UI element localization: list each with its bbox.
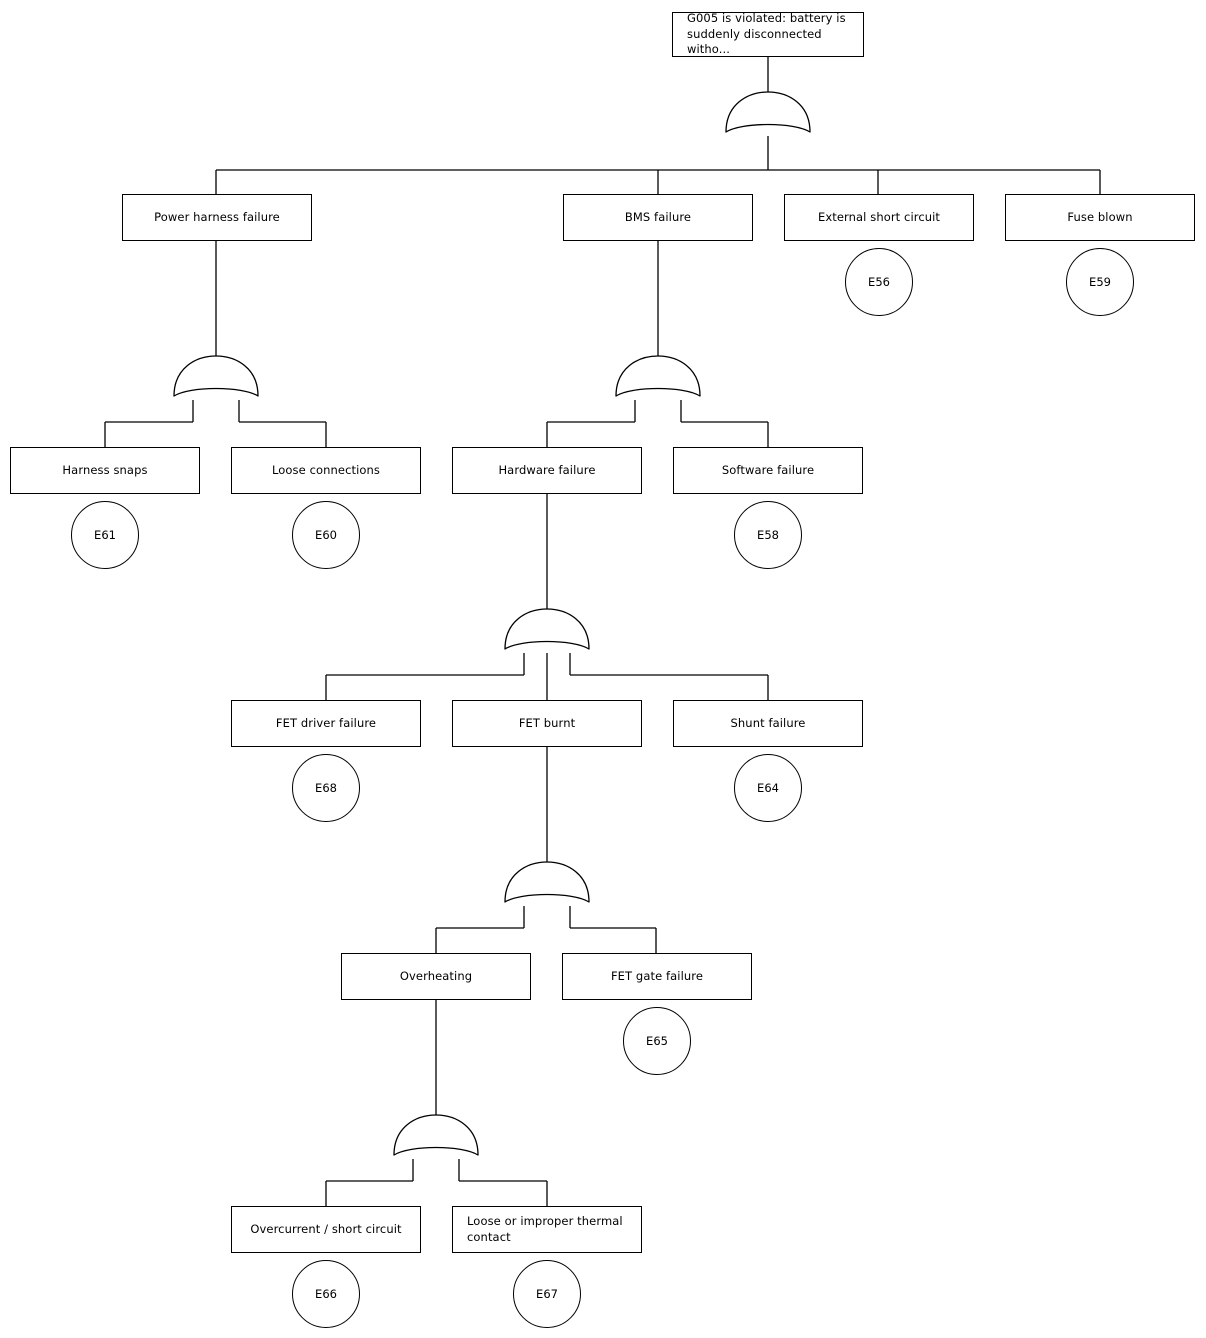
node-label: Overcurrent / short circuit	[250, 1221, 402, 1236]
node-label: Harness snaps	[62, 462, 148, 477]
node-label: BMS failure	[624, 209, 692, 224]
node-top-event[interactable]: G005 is violated: battery is suddenly di…	[672, 11, 864, 57]
basic-event-label: E67	[536, 1287, 558, 1301]
node-label: Overheating	[399, 968, 473, 983]
basic-event-label: E58	[757, 528, 779, 542]
node-label: FET burnt	[518, 715, 576, 730]
basic-event-e56[interactable]: E56	[845, 248, 913, 316]
basic-event-e64[interactable]: E64	[734, 754, 802, 822]
node-fet-driver-failure[interactable]: FET driver failure	[231, 700, 421, 747]
basic-event-e60[interactable]: E60	[292, 501, 360, 569]
basic-event-e66[interactable]: E66	[292, 1260, 360, 1328]
node-loose-connections[interactable]: Loose connections	[231, 447, 421, 494]
basic-event-e65[interactable]: E65	[623, 1007, 691, 1075]
or-gate-bms[interactable]	[612, 354, 704, 402]
basic-event-label: E64	[757, 781, 779, 795]
node-loose-improper-thermal-contact[interactable]: Loose or improper thermal contact	[452, 1206, 642, 1253]
node-label: Fuse blown	[1067, 209, 1133, 224]
basic-event-label: E66	[315, 1287, 337, 1301]
node-overheating[interactable]: Overheating	[341, 953, 531, 1000]
or-gate-top[interactable]	[722, 90, 814, 138]
or-gate-power-harness[interactable]	[170, 354, 262, 402]
basic-event-e61[interactable]: E61	[71, 501, 139, 569]
or-gate-overheating[interactable]	[390, 1113, 482, 1161]
node-label: Software failure	[721, 462, 815, 477]
basic-event-label: E68	[315, 781, 337, 795]
basic-event-e59[interactable]: E59	[1066, 248, 1134, 316]
or-gate-fet-burnt[interactable]	[501, 860, 593, 908]
node-label: External short circuit	[817, 209, 941, 224]
node-label: Loose or improper thermal contact	[467, 1213, 623, 1244]
basic-event-e68[interactable]: E68	[292, 754, 360, 822]
node-shunt-failure[interactable]: Shunt failure	[673, 700, 863, 747]
node-hardware-failure[interactable]: Hardware failure	[452, 447, 642, 494]
node-bms-failure[interactable]: BMS failure	[563, 194, 753, 241]
basic-event-label: E65	[646, 1034, 668, 1048]
basic-event-e58[interactable]: E58	[734, 501, 802, 569]
basic-event-label: E61	[94, 528, 116, 542]
node-fuse-blown[interactable]: Fuse blown	[1005, 194, 1195, 241]
basic-event-label: E60	[315, 528, 337, 542]
basic-event-label: E59	[1089, 275, 1111, 289]
node-label: Power harness failure	[154, 209, 280, 224]
node-label: Shunt failure	[730, 715, 806, 730]
node-label: Hardware failure	[498, 462, 596, 477]
node-software-failure[interactable]: Software failure	[673, 447, 863, 494]
node-harness-snaps[interactable]: Harness snaps	[10, 447, 200, 494]
node-label: G005 is violated: battery is suddenly di…	[687, 11, 846, 57]
node-label: FET driver failure	[275, 715, 377, 730]
node-label: Loose connections	[271, 462, 381, 477]
node-label: FET gate failure	[610, 968, 704, 983]
node-fet-burnt[interactable]: FET burnt	[452, 700, 642, 747]
node-external-short-circuit[interactable]: External short circuit	[784, 194, 974, 241]
basic-event-e67[interactable]: E67	[513, 1260, 581, 1328]
or-gate-hardware-failure[interactable]	[501, 607, 593, 655]
node-fet-gate-failure[interactable]: FET gate failure	[562, 953, 752, 1000]
node-power-harness-failure[interactable]: Power harness failure	[122, 194, 312, 241]
basic-event-label: E56	[868, 275, 890, 289]
node-overcurrent-short-circuit[interactable]: Overcurrent / short circuit	[231, 1206, 421, 1253]
